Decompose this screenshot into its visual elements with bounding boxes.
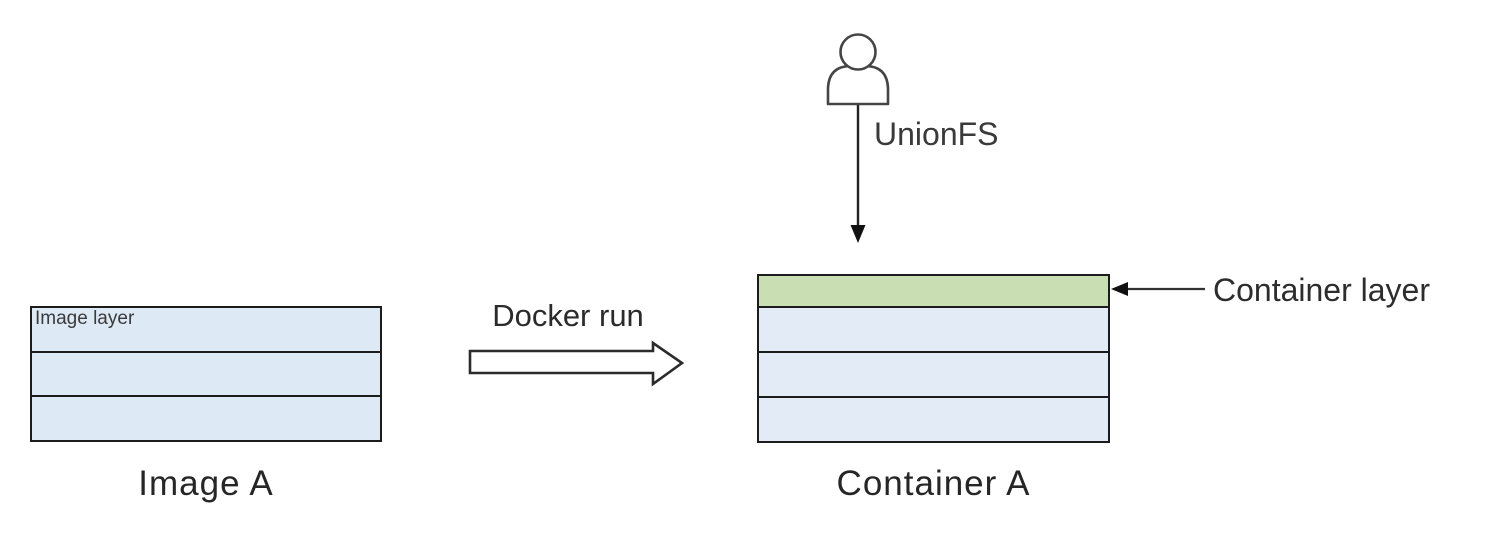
image-layer-label: Image layer xyxy=(35,308,135,329)
image-a-caption: Image A xyxy=(138,464,274,503)
user-icon xyxy=(826,33,890,243)
block-arrow-right-icon xyxy=(468,340,685,387)
image-a-stack: Image layer xyxy=(30,306,382,442)
arrow-down-icon xyxy=(850,105,866,243)
image-layer-row xyxy=(759,351,1108,396)
container-a-caption: Container A xyxy=(836,464,1031,503)
container-layer-label: Container layer xyxy=(1213,272,1430,308)
image-layer-row: Image layer xyxy=(32,308,380,351)
image-layer-row xyxy=(759,396,1108,441)
container-layer-row xyxy=(759,276,1108,306)
arrow-left-icon xyxy=(1111,282,1205,296)
container-a-stack xyxy=(757,274,1110,443)
image-layer-row xyxy=(32,395,380,441)
image-layer-row xyxy=(32,350,380,396)
docker-run-label: Docker run xyxy=(492,298,644,333)
image-layer-row xyxy=(759,306,1108,351)
unionfs-label: UnionFS xyxy=(874,116,999,152)
